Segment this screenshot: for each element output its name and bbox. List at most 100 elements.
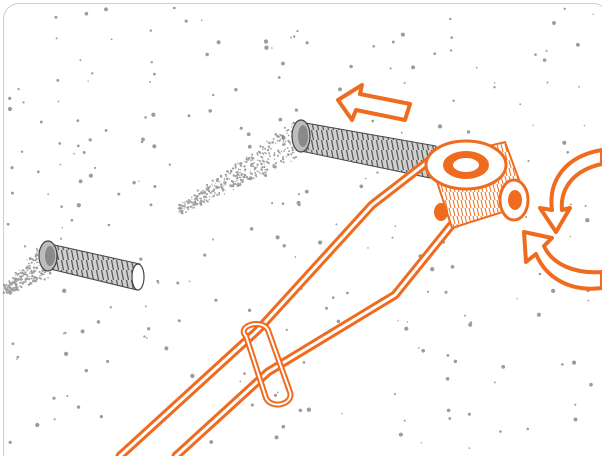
motion-spray-rear xyxy=(178,122,299,215)
spray-dot xyxy=(235,164,237,166)
spray-dot xyxy=(19,270,20,271)
spray-dot xyxy=(250,165,252,167)
spray-dot xyxy=(289,142,291,144)
spray-dot xyxy=(34,263,35,264)
spray-dot xyxy=(262,172,264,174)
speckle-dot xyxy=(214,299,217,302)
spray-dot xyxy=(275,142,276,143)
spray-dot xyxy=(244,167,245,168)
speckle-dot xyxy=(106,360,109,363)
spray-dot xyxy=(259,172,260,173)
speckle-dot xyxy=(17,88,19,90)
spray-dot xyxy=(218,187,220,189)
speckle-dot xyxy=(578,86,580,88)
spray-dot xyxy=(20,286,22,288)
spray-dot xyxy=(244,169,246,171)
speckle-dot xyxy=(421,349,425,353)
speckle-dot xyxy=(552,21,556,25)
spray-dot xyxy=(264,171,266,173)
speckle-dot xyxy=(446,354,449,357)
speckle-dot xyxy=(298,203,301,206)
spray-dot xyxy=(11,285,12,286)
spray-dot xyxy=(287,140,288,141)
spray-dot xyxy=(17,275,18,276)
speckle-dot xyxy=(570,203,572,205)
spray-dot xyxy=(244,161,246,163)
spray-dot xyxy=(277,140,279,142)
speckle-dot xyxy=(35,423,39,427)
speckle-dot xyxy=(341,413,342,414)
spray-dot xyxy=(241,173,243,175)
spray-dot xyxy=(286,156,287,157)
spray-dot xyxy=(232,167,234,169)
speckle-dot xyxy=(452,99,454,101)
speckle-dot xyxy=(438,124,442,128)
speckle-dot xyxy=(306,41,309,44)
speckle-dot xyxy=(97,320,101,324)
spray-dot xyxy=(244,165,245,166)
speckle-dot xyxy=(534,53,537,56)
spray-dot xyxy=(9,284,11,286)
spray-dot xyxy=(279,153,280,154)
speckle-dot xyxy=(91,72,93,74)
spray-dot xyxy=(186,201,187,202)
spray-dot xyxy=(282,136,284,138)
speckle-dot xyxy=(79,59,81,61)
spray-dot xyxy=(252,159,254,161)
spray-dot xyxy=(270,148,271,149)
speckle-dot xyxy=(54,418,56,420)
spray-dot xyxy=(12,290,14,292)
spray-dot xyxy=(6,291,8,293)
speckle-dot xyxy=(399,433,403,437)
spray-dot xyxy=(20,282,22,284)
spray-dot xyxy=(36,261,38,263)
spray-dot xyxy=(247,178,249,180)
speckle-dot xyxy=(139,257,142,260)
spray-dot xyxy=(275,162,277,164)
speckle-dot xyxy=(404,82,406,84)
spray-dot xyxy=(246,176,249,179)
spray-dot xyxy=(36,254,38,256)
spray-dot xyxy=(216,194,218,196)
spray-dot xyxy=(240,162,242,164)
spray-dot xyxy=(273,141,274,142)
speckle-dot xyxy=(296,30,298,32)
front-bolt xyxy=(39,241,144,290)
spray-dot xyxy=(205,191,206,192)
speckle-dot xyxy=(450,36,453,39)
spray-dot xyxy=(250,160,252,162)
spray-dot xyxy=(219,181,220,182)
spray-dot xyxy=(285,141,287,143)
speckle-dot xyxy=(392,237,394,239)
spray-dot xyxy=(244,173,246,175)
spray-dot xyxy=(244,170,245,171)
spray-dot xyxy=(291,126,292,127)
spray-dot xyxy=(284,127,286,129)
spray-dot xyxy=(239,175,240,176)
spray-dot xyxy=(262,149,263,150)
spray-dot xyxy=(11,282,13,284)
spray-dot xyxy=(17,287,18,288)
speckle-dot xyxy=(73,153,75,155)
speckle-dot xyxy=(208,109,212,113)
speckle-dot xyxy=(203,254,206,257)
speckle-dot xyxy=(176,281,179,284)
speckle-dot xyxy=(212,94,214,96)
speckle-dot xyxy=(77,405,80,408)
speckle-dot xyxy=(337,320,340,323)
spray-dot xyxy=(31,262,32,263)
spray-dot xyxy=(9,292,12,295)
spray-dot xyxy=(218,192,220,194)
speckle-dot xyxy=(539,273,542,276)
speckle-dot xyxy=(376,171,378,173)
spray-dot xyxy=(214,194,215,195)
spray-dot xyxy=(194,205,195,206)
speckle-pattern xyxy=(7,7,594,449)
speckle-dot xyxy=(527,160,529,162)
spray-dot xyxy=(15,283,17,285)
spray-dot xyxy=(268,145,270,147)
speckle-dot xyxy=(234,88,237,91)
spray-dot xyxy=(18,273,20,275)
spray-dot xyxy=(236,180,237,181)
spray-dot xyxy=(251,157,253,159)
